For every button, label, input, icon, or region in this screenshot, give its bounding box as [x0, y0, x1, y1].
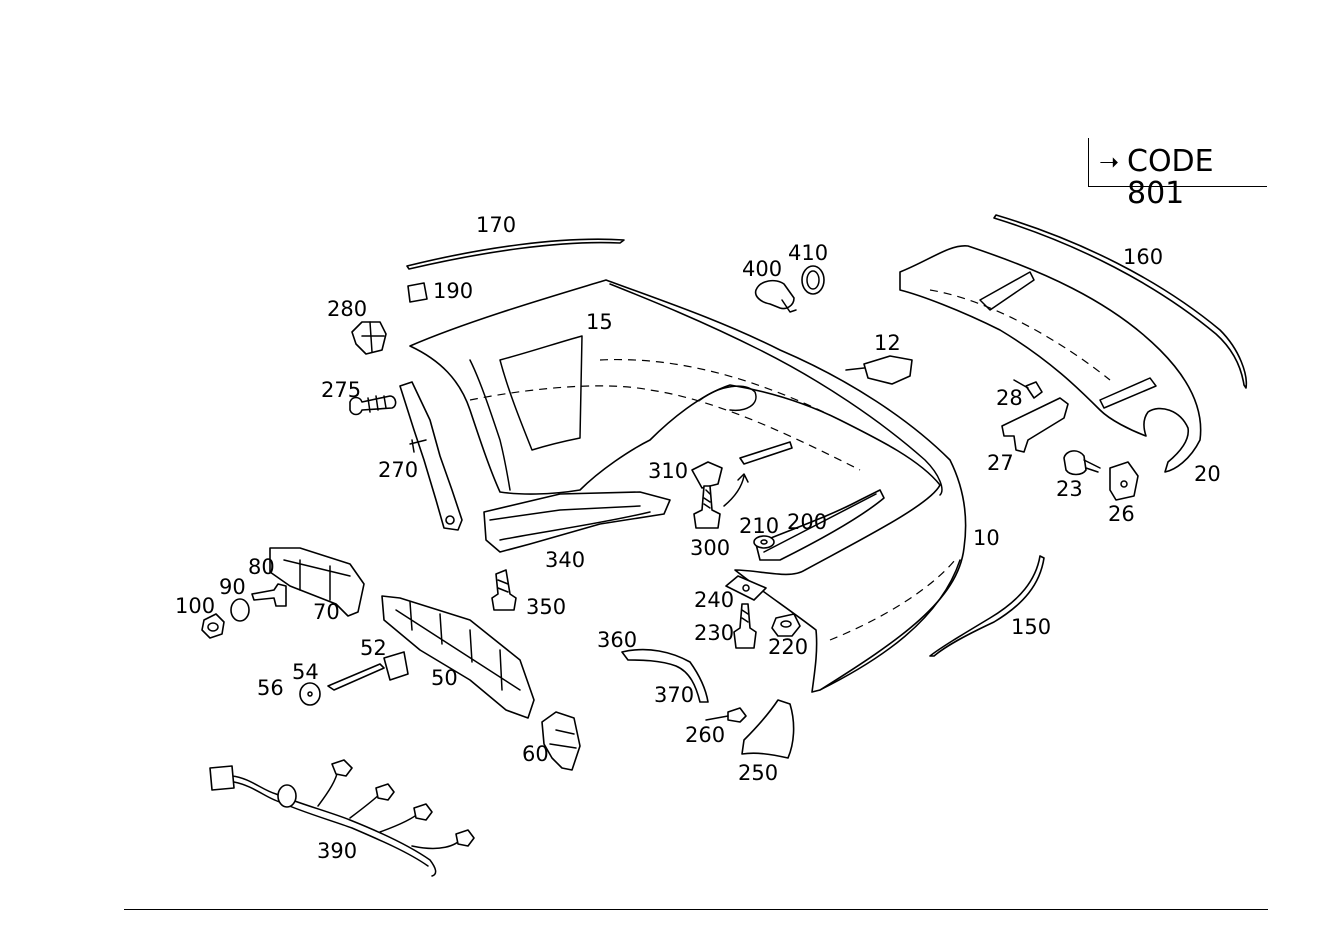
part-60-bracket	[541, 711, 581, 771]
part-400-sensor	[754, 279, 795, 310]
bottom-divider	[124, 909, 1268, 910]
part-label-100: 100	[175, 594, 216, 618]
part-390-harness	[231, 775, 437, 877]
part-label-400: 400	[742, 257, 783, 281]
part-23-screw	[1063, 450, 1087, 476]
part-label-27: 27	[987, 451, 1014, 475]
part-50-absorber	[381, 595, 535, 719]
part-label-20: 20	[1194, 462, 1221, 486]
part-label-360: 360	[597, 628, 638, 652]
part-label-340: 340	[545, 548, 586, 572]
part-label-210: 210	[739, 514, 780, 538]
part-label-190: 190	[433, 279, 474, 303]
part-340-under-panel	[483, 491, 671, 553]
part-210-washer	[753, 535, 775, 549]
part-28-pin	[1025, 381, 1043, 399]
part-52-bolt	[327, 663, 385, 691]
part-280-clip	[351, 321, 387, 355]
part-15-bumper-cover	[409, 279, 967, 693]
part-label-260: 260	[685, 723, 726, 747]
part-label-26: 26	[1108, 502, 1135, 526]
part-250-cover	[741, 699, 795, 759]
part-label-70: 70	[313, 600, 340, 624]
part-20-diffuser	[899, 245, 1202, 473]
part-240-clip-plate	[725, 575, 767, 601]
part-label-300: 300	[690, 536, 731, 560]
part-260-pin	[727, 707, 747, 723]
part-label-56: 56	[257, 676, 284, 700]
part-label-275: 275	[321, 378, 362, 402]
part-160-trim-strip	[993, 214, 1248, 389]
part-label-270: 270	[378, 458, 419, 482]
arrow-right-icon: ➝	[1099, 148, 1120, 176]
part-27-bracket	[1001, 397, 1069, 453]
part-label-390: 390	[317, 839, 358, 863]
part-310-clip	[691, 461, 723, 489]
part-label-350: 350	[526, 595, 567, 619]
part-220-nut	[771, 613, 801, 637]
part-230-screw	[733, 603, 757, 649]
part-label-80: 80	[248, 555, 275, 579]
part-label-280: 280	[327, 297, 368, 321]
part-label-50: 50	[431, 666, 458, 690]
part-360-strip	[621, 648, 709, 703]
part-54-washer	[299, 682, 321, 706]
part-label-310: 310	[648, 459, 689, 483]
part-200-strip	[755, 489, 885, 561]
part-270-side-bracket	[399, 381, 463, 531]
part-label-15: 15	[586, 310, 613, 334]
part-190-block	[407, 282, 428, 303]
part-100-nut	[201, 613, 225, 639]
part-label-12: 12	[874, 331, 901, 355]
part-label-54: 54	[292, 660, 319, 684]
part-410-ring	[801, 265, 825, 295]
part-label-170: 170	[476, 213, 517, 237]
part-12-bracket	[863, 355, 913, 385]
part-label-23: 23	[1056, 477, 1083, 501]
part-label-160: 160	[1123, 245, 1164, 269]
part-label-200: 200	[787, 510, 828, 534]
part-label-410: 410	[788, 241, 829, 265]
part-90-washer	[230, 598, 250, 622]
part-label-60: 60	[522, 742, 549, 766]
part-label-230: 230	[694, 621, 735, 645]
part-label-250: 250	[738, 761, 779, 785]
part-80-bracket	[269, 547, 365, 617]
part-label-90: 90	[219, 575, 246, 599]
part-label-28: 28	[996, 386, 1023, 410]
part-70-screw	[251, 583, 287, 607]
part-label-370: 370	[654, 683, 695, 707]
part-170-trim-strip	[406, 238, 625, 270]
part-label-10: 10	[973, 526, 1000, 550]
part-300-screw	[693, 485, 721, 529]
part-150-trim-strip	[929, 555, 1045, 657]
code-box: ➝ CODE 801	[1088, 138, 1267, 210]
code-label: CODE 801	[1127, 144, 1214, 211]
part-label-240: 240	[694, 588, 735, 612]
part-label-220: 220	[768, 635, 809, 659]
part-label-52: 52	[360, 636, 387, 660]
part-label-150: 150	[1011, 615, 1052, 639]
